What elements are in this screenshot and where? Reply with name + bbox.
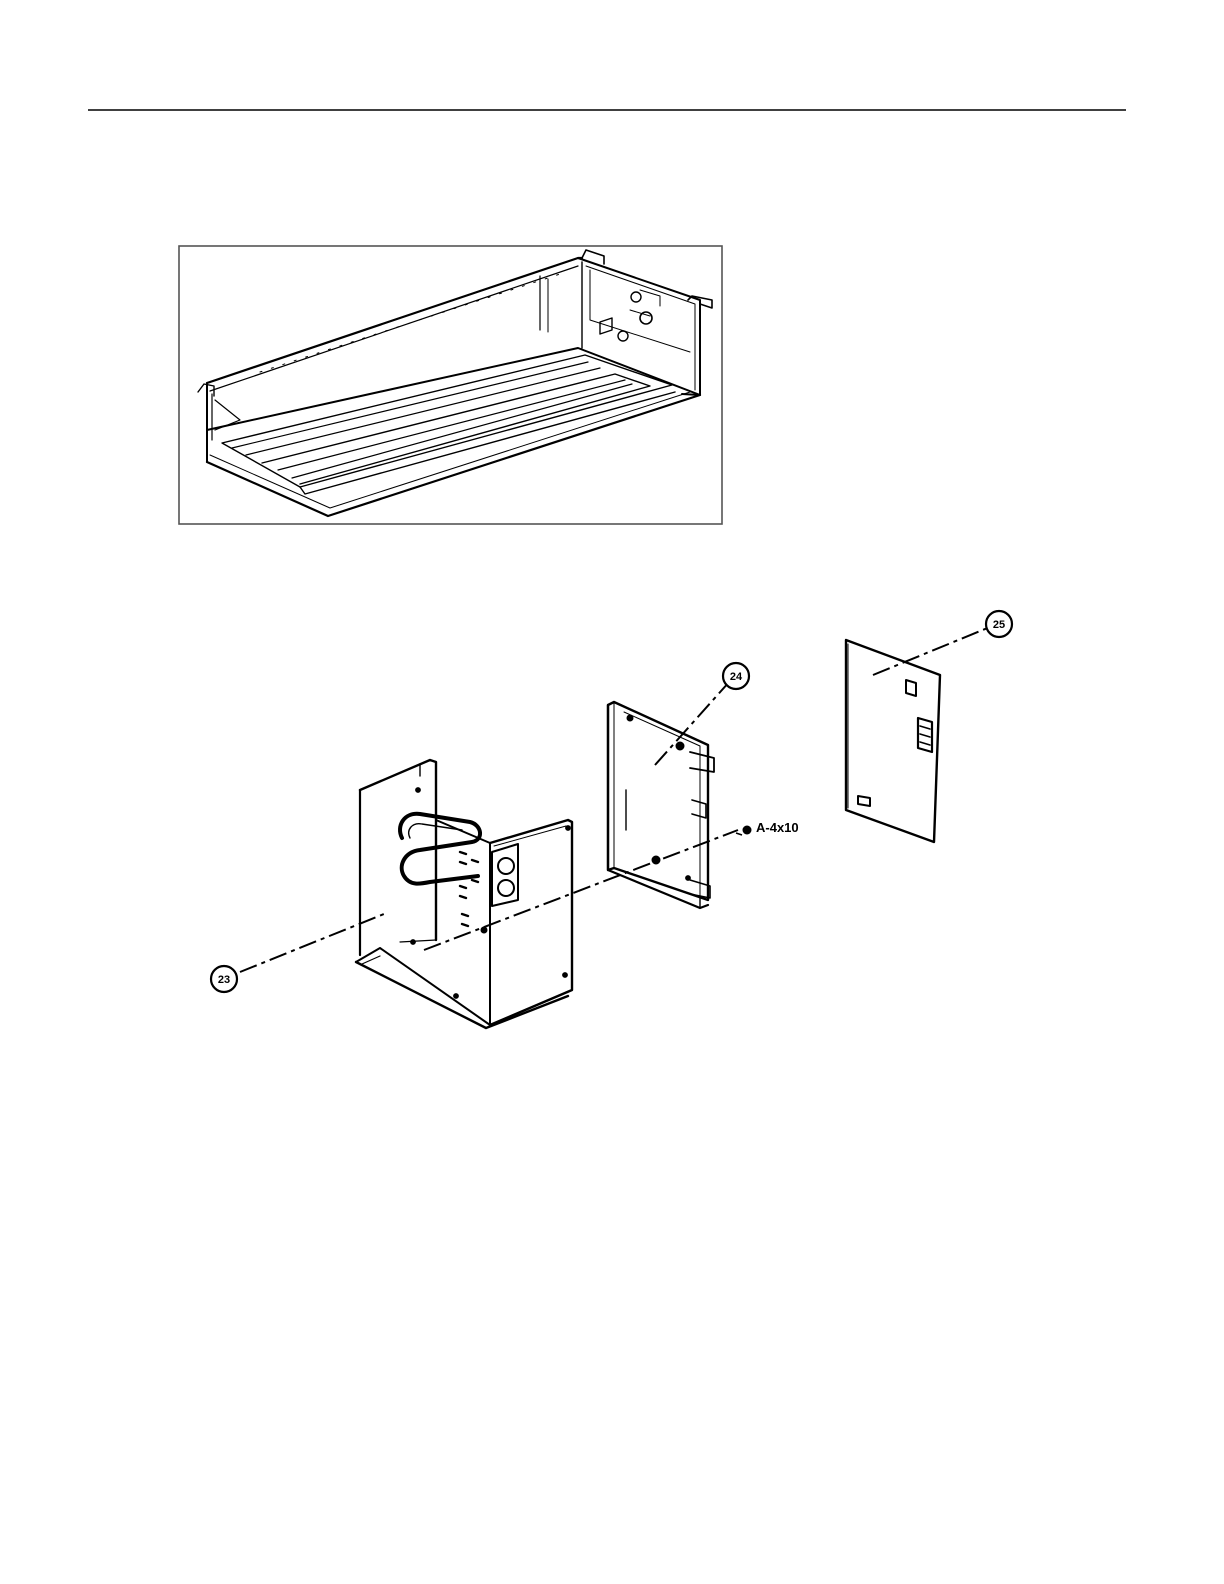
- ducted-unit-overview-drawing: [198, 250, 712, 516]
- callout-23: 23: [211, 966, 237, 992]
- callout-24-label: 24: [730, 671, 743, 683]
- fastener-label: A-4x10: [756, 820, 799, 835]
- part-23-electric-box: [356, 760, 572, 1028]
- callout-23-label: 23: [218, 974, 230, 986]
- part-24-box-cover: [608, 702, 714, 908]
- unit-overview-frame: [179, 246, 722, 524]
- fastener-screw: [736, 826, 752, 836]
- part-25-pc-board: [846, 640, 940, 842]
- leader-lines: [240, 627, 990, 972]
- callout-24: 24: [723, 663, 749, 689]
- callout-25-label: 25: [993, 619, 1005, 631]
- callout-25: 25: [986, 611, 1012, 637]
